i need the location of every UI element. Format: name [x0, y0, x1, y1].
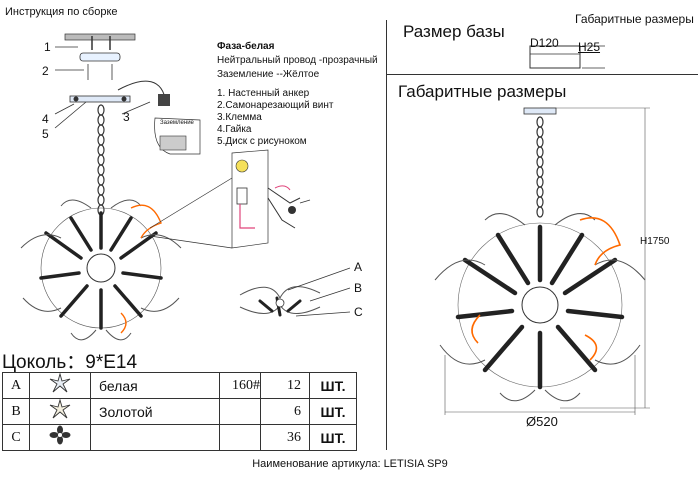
row-letter: C — [2, 424, 30, 451]
parts-list-item: 1. Настенный анкер — [217, 88, 310, 99]
terminal-ground-label: Заземление — [160, 120, 194, 126]
article-name-footer: Наименование артикула: LETISIA SP9 — [252, 458, 448, 470]
callout-5: 5 — [42, 127, 49, 141]
label-c: C — [354, 305, 363, 319]
parts-table: A белая 160# 12 ШТ. B Золотой 6 ШТ. C — [2, 372, 357, 451]
overall-dims-title: Габаритные размеры — [398, 82, 567, 101]
row-code — [219, 424, 261, 451]
row-description: белая — [90, 372, 220, 399]
callout-1: 1 — [44, 40, 51, 54]
table-row: A белая 160# 12 ШТ. — [2, 372, 357, 399]
horizontal-divider — [386, 74, 698, 75]
row-letter: A — [2, 372, 30, 399]
dimension-drawing — [434, 107, 650, 415]
callout-2: 2 — [42, 64, 49, 78]
wire-neutral: Нейтральный провод -прозрачный — [217, 55, 378, 66]
parts-list-item: 2.Самонарезающий винт — [217, 100, 334, 111]
socket-label: Цоколь：9*E14 — [2, 352, 138, 373]
base-diameter-label: D120 — [530, 36, 559, 50]
base-size-drawing — [529, 45, 605, 69]
base-height-label: H25 — [578, 40, 601, 54]
wire-ground: Заземление --Жёлтое — [217, 69, 320, 80]
assembly-diagram — [20, 33, 351, 341]
table-row: C 36 ШТ. — [2, 424, 357, 451]
row-unit: ШТ. — [309, 424, 357, 451]
assembly-instructions-title: Инструкция по сборке — [5, 6, 118, 18]
flower-disc-icon — [29, 424, 91, 451]
parts-list-item: 5.Диск с рисунокoм — [217, 136, 307, 147]
star-crystal-icon — [29, 398, 91, 425]
parts-list: 1. Настенный анкер 2.Самонарезающий винт… — [217, 88, 333, 148]
label-a: A — [354, 260, 363, 274]
row-code: 160# — [219, 372, 261, 399]
height-dimension-label: H1750 — [640, 236, 670, 247]
base-size-title: Размер базы — [403, 22, 505, 41]
row-letter: B — [2, 398, 30, 425]
row-code — [219, 398, 261, 425]
overall-dims-top-label: Габаритные размеры — [575, 12, 694, 26]
parts-list-item: 3.Клемма — [217, 112, 262, 123]
row-quantity: 12 — [260, 372, 310, 399]
row-unit: ШТ. — [309, 372, 357, 399]
table-row: B Золотой 6 ШТ. — [2, 398, 357, 425]
parts-list-item: 4.Гайка — [217, 124, 252, 135]
wire-phase: Фаза-белая — [217, 41, 275, 52]
row-quantity: 6 — [260, 398, 310, 425]
row-description: Золотой — [90, 398, 220, 425]
vertical-divider — [386, 20, 387, 450]
label-b: B — [354, 281, 363, 295]
callout-4: 4 — [42, 112, 49, 126]
row-description — [90, 424, 220, 451]
callout-3: 3 — [123, 110, 130, 124]
diameter-dimension-label: Ø520 — [526, 414, 558, 429]
star-crystal-icon — [29, 372, 91, 399]
row-quantity: 36 — [260, 424, 310, 451]
row-unit: ШТ. — [309, 398, 357, 425]
